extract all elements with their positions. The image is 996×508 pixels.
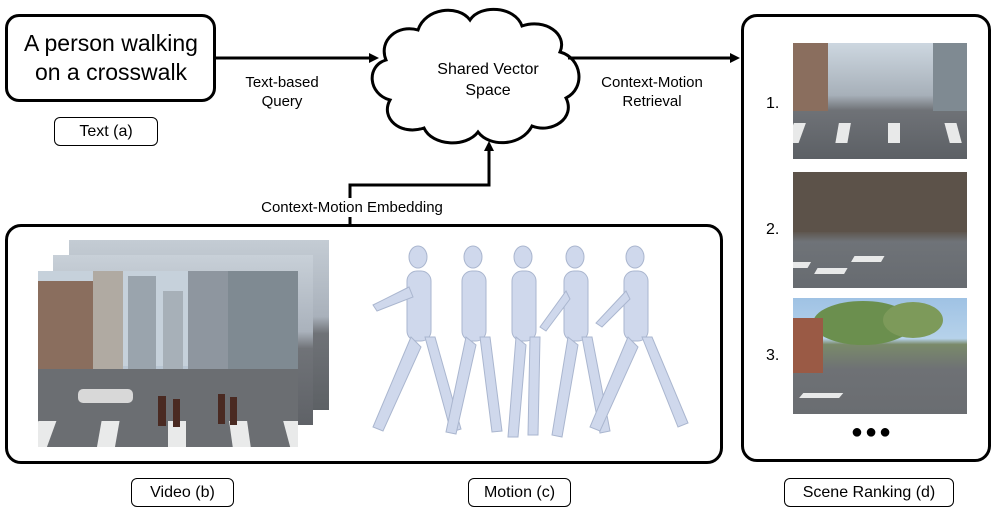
walking-figure xyxy=(507,245,541,438)
scene-thumbnail-3[interactable] xyxy=(793,298,967,414)
scene-thumbnail-1[interactable] xyxy=(793,43,967,159)
walking-figure xyxy=(445,245,503,435)
rank-3-number: 3. xyxy=(766,347,780,364)
motion-label: Motion (c) xyxy=(468,478,571,507)
video-motion-box xyxy=(5,224,723,464)
text-label: Text (a) xyxy=(54,117,158,146)
rank-1-number: 1. xyxy=(766,95,780,112)
video-label: Video (b) xyxy=(131,478,234,507)
cloud-shape xyxy=(370,7,581,145)
scene-ranking-box: 1. 2. 3. ●●● xyxy=(741,14,991,462)
text-query-edge-label: Text-based Query xyxy=(245,74,319,110)
scene-thumbnail-2[interactable] xyxy=(793,172,967,288)
ranking-label: Scene Ranking (d) xyxy=(784,478,954,507)
walking-figure xyxy=(589,245,689,432)
retrieval-edge-label: Context-Motion Retrieval xyxy=(601,74,703,110)
query-text-box: A person walking on a crosswalk xyxy=(5,14,216,102)
more-results-indicator[interactable]: ●●● xyxy=(850,421,894,443)
street-scene xyxy=(38,271,298,447)
embedding-edge-label: Context-Motion Embedding xyxy=(252,198,452,217)
query-text: A person walking on a crosswalk xyxy=(24,30,198,85)
rank-2-number: 2. xyxy=(766,221,780,238)
video-frame-front xyxy=(38,271,298,447)
motion-sequence xyxy=(372,245,689,438)
shared-space-label: Shared Vector Space xyxy=(437,61,539,99)
walking-figure xyxy=(372,245,462,433)
